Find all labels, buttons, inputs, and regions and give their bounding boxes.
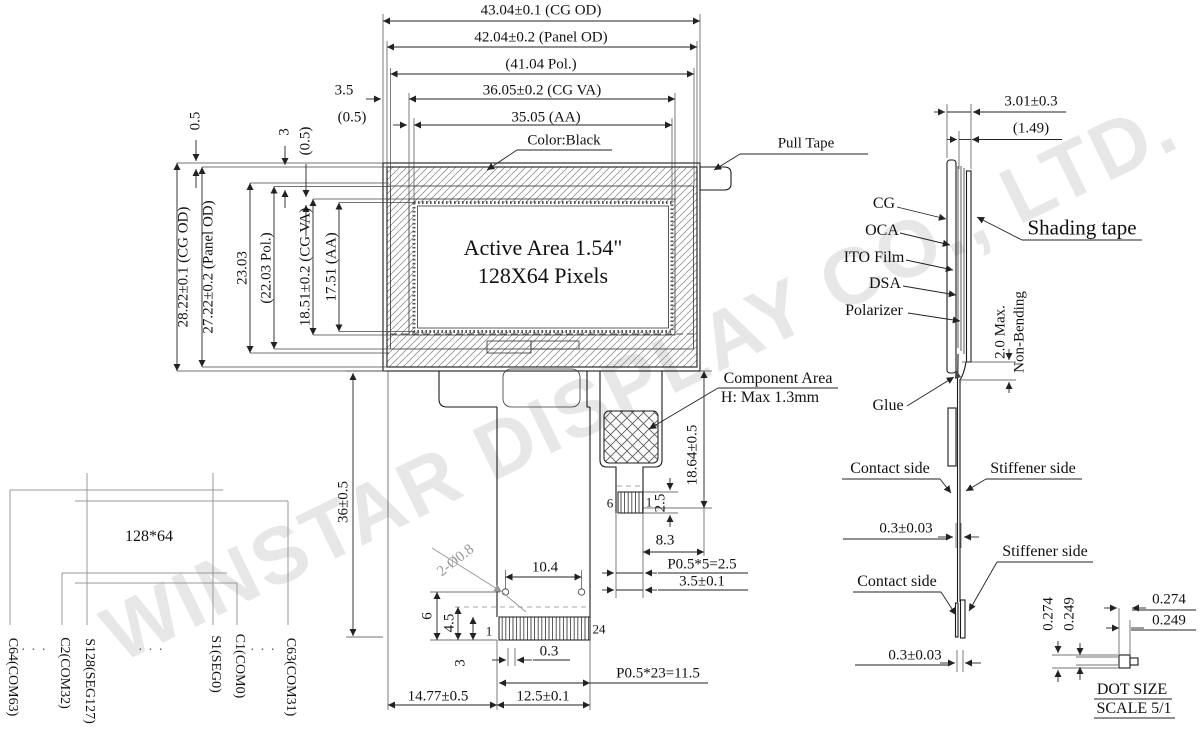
dim-3-v: 3 (276, 128, 293, 136)
dim-3b: 3 (452, 659, 469, 667)
dot-size-scale: SCALE 5/1 (1096, 700, 1172, 717)
side-shading-tape (965, 170, 972, 363)
component-area-hatch (603, 410, 659, 464)
pin24-number-left: 1 (485, 623, 493, 639)
dim-3-01: 3.01±0.3 (1004, 93, 1058, 110)
dim-panel-od-height: 27.22±0.2 (Panel OD) (200, 200, 217, 334)
dim-0-3-003-a: 0.3±0.03 (879, 520, 933, 537)
pin-label-c63: C63(COM31) (283, 637, 298, 717)
side-stiffener-lower (959, 599, 966, 639)
dim-pol-width: (41.04 Pol.) (505, 56, 577, 73)
dim-14-77: 14.77±0.5 (407, 688, 469, 705)
dim-0-5-v2: (0.5) (297, 126, 314, 156)
component-height-label: H: Max 1.3mm (720, 389, 820, 406)
dim-0-3-003-b: 0.3±0.03 (888, 647, 942, 664)
pull-tape-label: Pull Tape (777, 135, 835, 152)
connector-24pin (498, 616, 591, 641)
dim-cg-od-height: 28.22±0.1 (CG OD) (175, 206, 192, 328)
pin-label-c2: C2(COM32) (57, 637, 72, 709)
dot-size-detail (1052, 604, 1196, 719)
color-black-label: Color:Black (527, 132, 601, 149)
pin-label-c1: C1(COM0) (232, 633, 247, 699)
side-cg (946, 159, 957, 374)
dim-1-49: (1.49) (1012, 120, 1050, 137)
glue-label: Glue (872, 397, 904, 414)
pull-tape-tab (699, 166, 732, 191)
hole-left (501, 588, 510, 596)
side-view (946, 159, 972, 639)
ellipsis: · · · (138, 643, 164, 658)
ellipsis: · · · (250, 643, 276, 658)
contact-side-label-1: Contact side (850, 460, 930, 477)
dim-0-3: 0.3 (539, 643, 559, 660)
dim-18-64: 18.64±0.5 (684, 424, 701, 486)
dim-p05-5: P0.5*5=2.5 (667, 556, 737, 573)
cover-glass-outline (382, 162, 701, 372)
dot-size-title: DOT SIZE (1096, 681, 1168, 698)
dim-2-5: 2.5 (652, 493, 669, 513)
pin6-number-right: 1 (645, 494, 653, 510)
layer-ito-label: ITO Film (843, 249, 905, 266)
stiffener-side-label-2: Stiffener side (1002, 543, 1088, 560)
connector-6pin (617, 491, 644, 514)
dim-10-4: 10.4 (531, 559, 559, 576)
component-area-label: Component Area (723, 370, 833, 387)
cg-va-outline (408, 198, 676, 336)
stiffener-side-label-1: Stiffener side (990, 460, 1076, 477)
dim-aa-width: 35.05 (AA) (511, 109, 581, 126)
dot-outline (1118, 654, 1131, 669)
hole-right (577, 588, 586, 596)
side-dimensions (842, 104, 1142, 672)
side-glue-blob (955, 369, 961, 379)
pin-label-c64: C64(COM63) (5, 637, 20, 717)
contact-side-label-2: Contact side (857, 573, 937, 590)
dim-pol-height: (22.03 Pol.) (258, 232, 275, 304)
dim-p05-23: P0.5*23=11.5 (616, 665, 700, 682)
dim-6: 6 (419, 612, 436, 620)
bend-limit-label-1: 2.0 Max. (992, 305, 1009, 359)
pin6-number-left: 6 (606, 495, 614, 511)
layer-polarizer-label: Polarizer (845, 302, 903, 319)
pin24-number-right: 24 (592, 621, 606, 637)
pin-label-s1: S1(SEG0) (208, 635, 223, 693)
dim-0-5-v: 0.5 (187, 111, 204, 131)
dim-12-5: 12.5±0.1 (516, 688, 570, 705)
dim-8-3: 8.3 (655, 532, 675, 549)
layer-oca-label: OCA (865, 222, 899, 239)
dim-23-03: 23.03 (234, 251, 251, 285)
dim-aa-height: 17.51 (AA) (323, 232, 340, 302)
active-area-title: Active Area 1.54" (463, 235, 623, 260)
front-dimensions (173, 14, 868, 710)
pin-map-legend (9, 473, 289, 625)
active-area-resolution: 128X64 Pixels (477, 263, 609, 288)
dot-height-0249: 0.249 (1061, 597, 1078, 631)
layer-dsa-label: DSA (868, 275, 902, 292)
dim-cg-od-width: 43.04±0.1 (CG OD) (480, 2, 602, 19)
dim-cg-va-height: 18.51±0.2 (CG VA) (297, 207, 314, 327)
dot-width-0249: 0.249 (1152, 612, 1186, 629)
bend-limit-label-2: Non-Bending (1011, 291, 1028, 373)
layer-cg-label: CG (872, 195, 896, 212)
dim-4-5: 4.5 (441, 613, 458, 633)
dot-height-0274: 0.274 (1040, 597, 1057, 631)
dim-3-5-01: 3.5±0.1 (679, 573, 725, 590)
resolution-label: 128*64 (125, 528, 173, 545)
pin-label-s128: S128(SEG127) (82, 638, 97, 724)
side-stiffener-upper (947, 407, 957, 467)
front-view (382, 162, 732, 641)
shading-tape-label: Shading tape (1027, 215, 1137, 240)
dim-0-5-h: (0.5) (337, 109, 367, 126)
ellipsis: · · · (21, 643, 47, 658)
dim-36: 36±0.5 (335, 481, 352, 523)
dim-3-5: 3.5 (334, 82, 354, 99)
active-area (412, 201, 674, 333)
dim-panel-od-width: 42.04±0.2 (Panel OD) (474, 29, 608, 46)
dim-cg-va-width: 36.05±0.2 (CG VA) (482, 82, 602, 99)
dot-width-0274: 0.274 (1152, 591, 1186, 608)
